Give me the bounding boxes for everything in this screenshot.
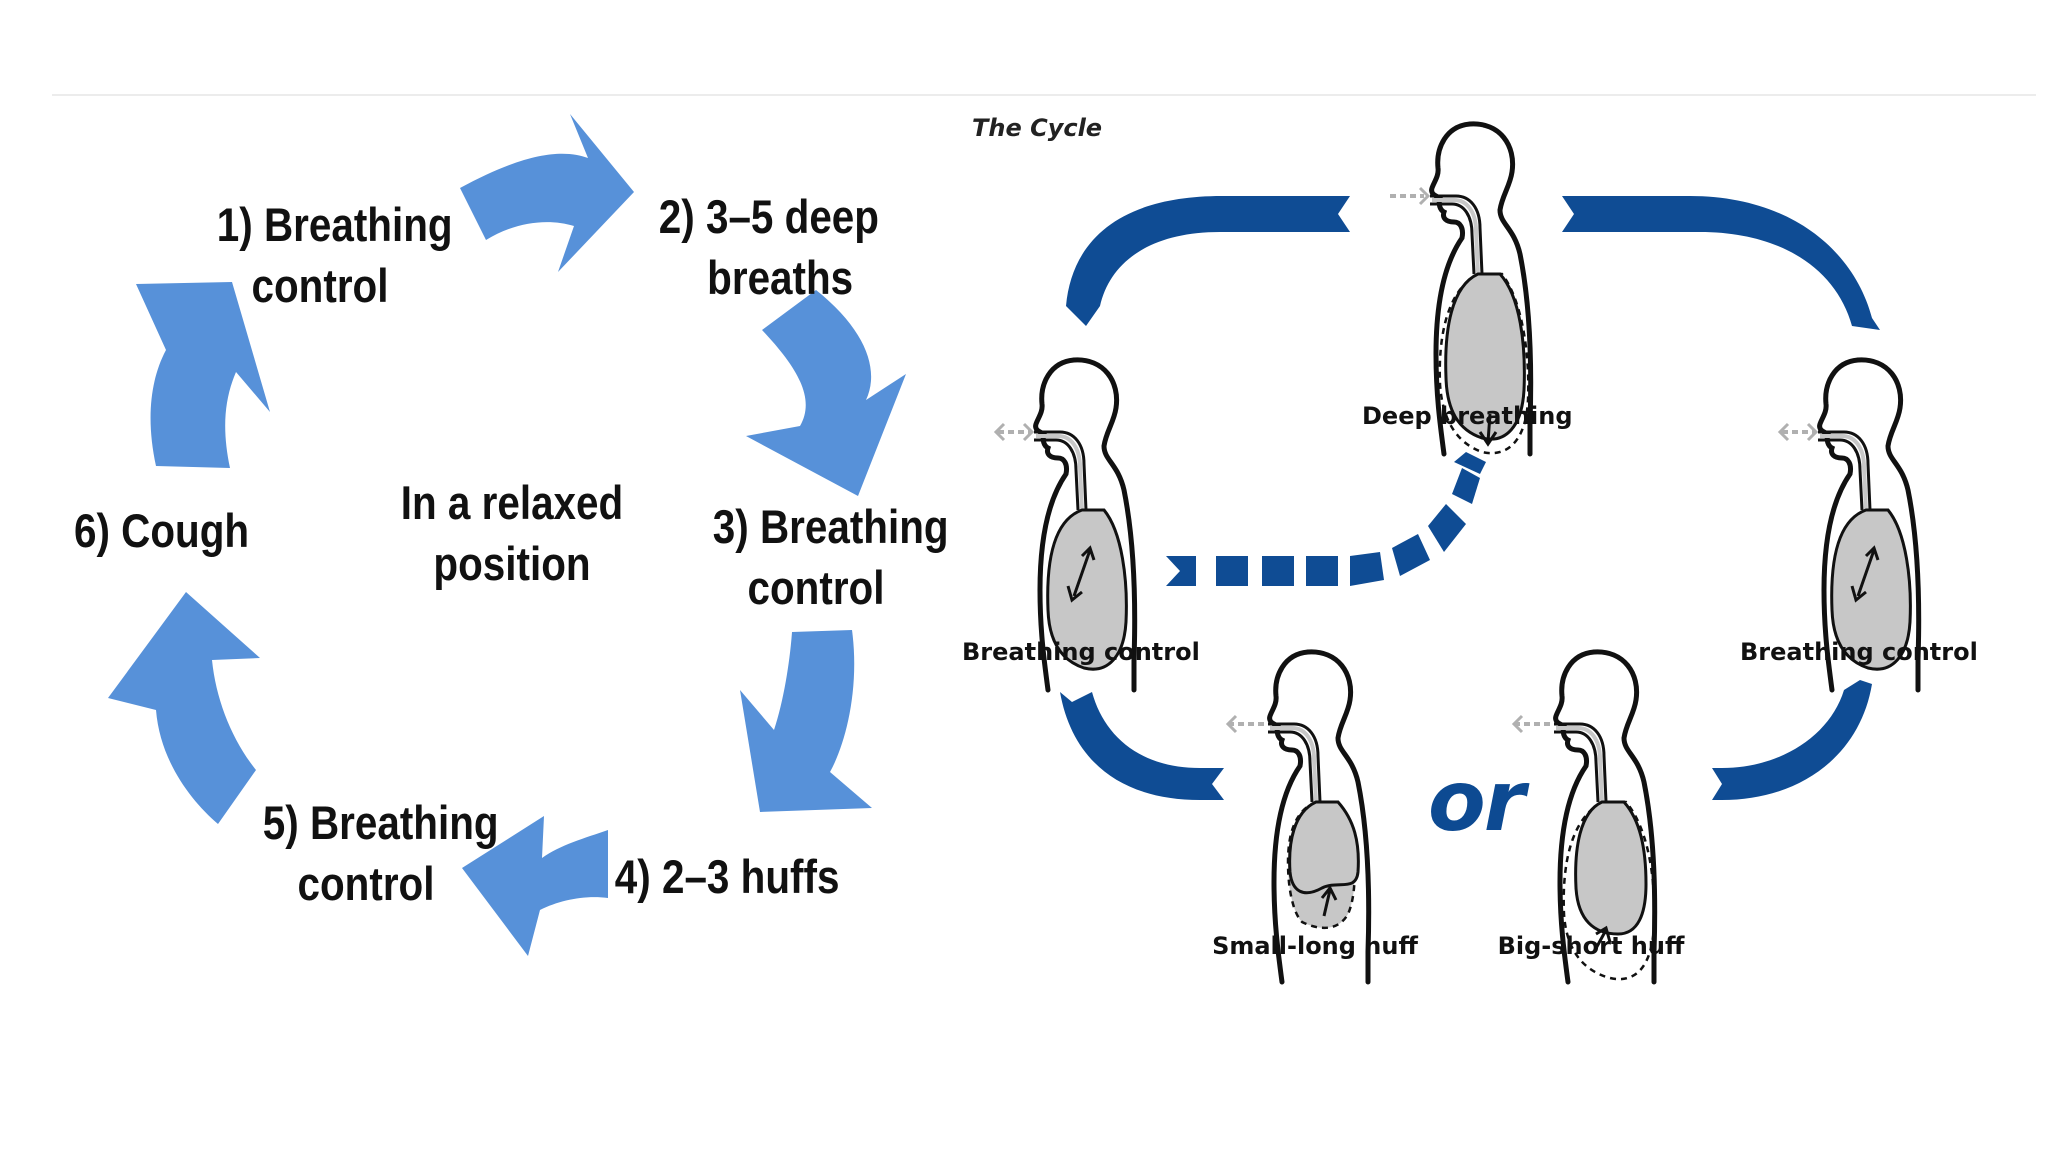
step6-line1: 6) Cough — [74, 504, 250, 557]
step2-line2: breaths — [707, 251, 854, 305]
arrow-step4-to-step5 — [462, 816, 608, 956]
arrow-step2-to-step3 — [746, 290, 906, 496]
big-short-huff-figure — [1511, 652, 1655, 982]
arrow-step6-to-step1 — [136, 282, 270, 468]
step3-line2: control — [747, 561, 885, 615]
cycle-title: The Cycle — [972, 114, 1103, 142]
step5-line2: control — [297, 857, 435, 911]
breathing-control-left-figure — [993, 360, 1135, 690]
step1-label: 1) Breathing control — [216, 194, 453, 316]
arrow-bottom-left — [1060, 692, 1224, 800]
step2-line1: 2) 3–5 deep — [658, 190, 879, 243]
step1-line2: control — [251, 259, 389, 313]
step5-label: 5) Breathing control — [262, 792, 499, 914]
center-line2: position — [433, 537, 591, 591]
small-long-huff-figure — [1225, 652, 1369, 982]
arrow-bottom-right — [1712, 680, 1872, 800]
breathing-control-right-figure — [1777, 360, 1919, 690]
deep-breathing-figure — [1390, 124, 1531, 454]
arrow-top-right — [1562, 196, 1880, 330]
step1-line1: 1) Breathing — [216, 198, 453, 251]
arrow-top-left — [1066, 196, 1350, 326]
center-label: In a relaxed position — [392, 472, 633, 594]
step2-label: 2) 3–5 deep breaths — [658, 186, 879, 308]
breathing-control-right-label: Breathing control — [1740, 638, 1978, 666]
arrow-step5-to-step6 — [108, 592, 260, 824]
step4-line1: 4) 2–3 huffs — [614, 850, 840, 903]
step4-label: 4) 2–3 huffs — [614, 846, 840, 907]
small-long-huff-label: Small-long huff — [1212, 932, 1418, 960]
step3-label: 3) Breathing control — [712, 496, 949, 618]
arrow-step1-to-step2 — [460, 114, 634, 272]
big-short-huff-label: Big-short huff — [1497, 932, 1685, 960]
dashed-arrow — [1166, 452, 1486, 586]
or-label: or — [1428, 752, 1525, 850]
top-divider — [52, 94, 2036, 96]
step3-line1: 3) Breathing — [712, 500, 949, 553]
center-line1: In a relaxed — [400, 476, 624, 529]
step5-line1: 5) Breathing — [262, 796, 499, 849]
deep-breathing-label: Deep breathing — [1362, 402, 1573, 430]
breathing-control-left-label: Breathing control — [962, 638, 1200, 666]
arrow-step3-to-step4 — [740, 630, 872, 812]
step6-label: 6) Cough — [74, 500, 250, 561]
